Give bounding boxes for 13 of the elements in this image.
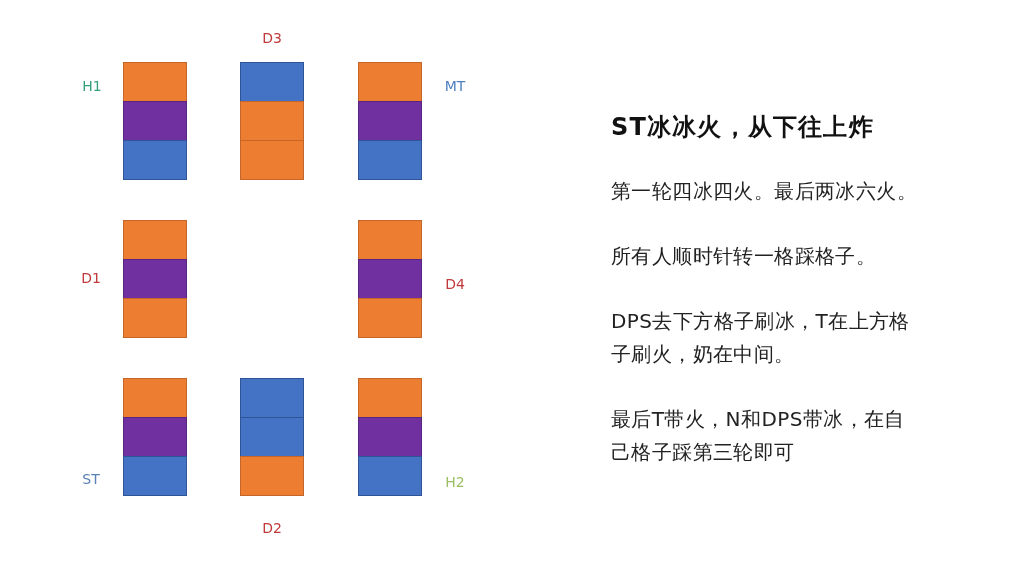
role-label: D4 bbox=[444, 275, 466, 293]
instruction-text: 最后T带火，N和DPS带冰，在自己格子踩第三轮即可 bbox=[611, 406, 906, 466]
role-label: D2 bbox=[261, 519, 283, 537]
instruction-text: DPS去下方格子刷冰，T在上方格子刷火，奶在中间。 bbox=[611, 308, 911, 368]
role-label: H1 bbox=[81, 77, 103, 95]
role-label: H2 bbox=[444, 473, 466, 491]
role-label: D3 bbox=[261, 29, 283, 47]
instruction-text: 所有人顺时针转一格踩格子。 bbox=[611, 243, 878, 270]
role-label: MT bbox=[443, 77, 467, 95]
instruction-text: 第一轮四冰四火。最后两冰六火。 bbox=[611, 178, 918, 205]
role-label: ST bbox=[81, 470, 101, 488]
heading: ST冰冰火，从下往上炸 bbox=[611, 112, 874, 143]
role-label: D1 bbox=[80, 269, 102, 287]
